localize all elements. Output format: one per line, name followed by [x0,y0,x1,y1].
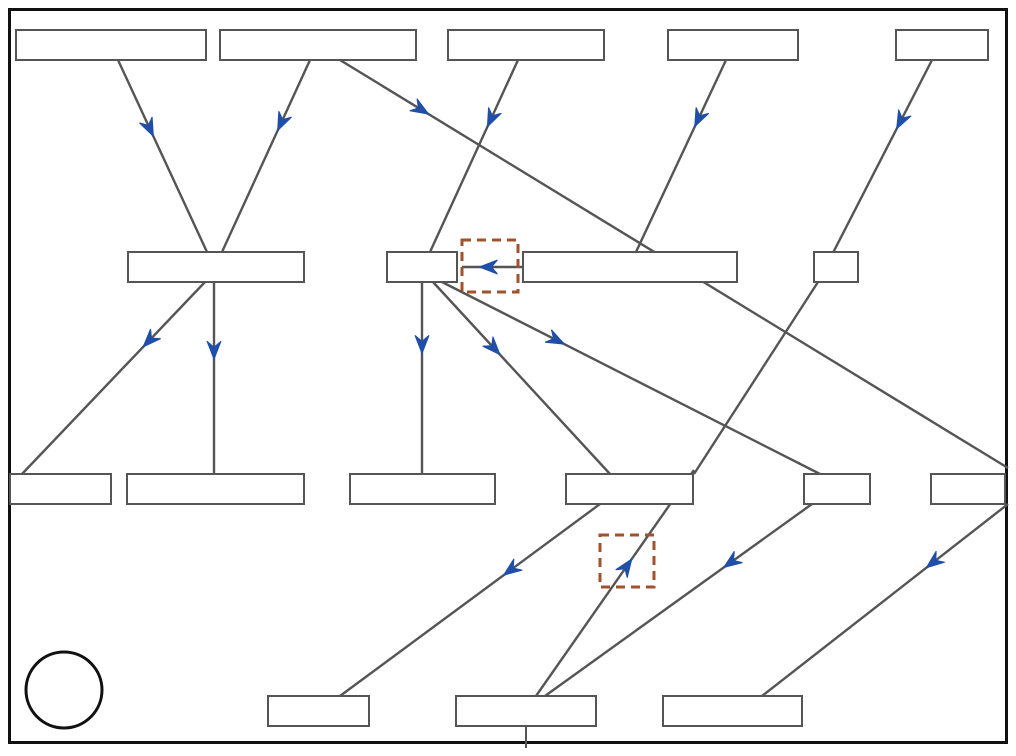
node-box [349,473,496,505]
highlight-box-z2-b4 [598,533,656,589]
edge-b5-z2 [544,503,813,697]
arrow-m2-b4-icon [482,336,501,356]
node-box [565,473,694,505]
arrow-z2-b4-icon [615,557,633,578]
edge-n2-m1 [220,59,312,253]
arrow-n1-m1-icon [139,116,154,138]
edge-n4-m3 [634,59,728,253]
arrow-b6-z3-icon [925,550,945,569]
node-box [522,251,738,283]
node-b6[interactable] [930,473,1006,505]
diagram-frame [8,8,1008,744]
edge-n3-m2 [428,59,520,253]
edge-n5-m4 [816,59,934,283]
node-box [662,695,803,727]
node-n5[interactable] [895,29,989,61]
nodes [9,29,1006,730]
node-box [386,251,458,283]
node-c1[interactable] [24,650,104,730]
node-n3[interactable] [447,29,605,61]
node-b1[interactable] [9,473,112,505]
edge-b6-z3 [761,503,1009,697]
node-b5[interactable] [803,473,871,505]
node-box [455,695,597,727]
node-box [267,695,370,727]
node-circle [24,650,104,730]
arrow-n4-m3-icon [694,107,710,128]
node-box [813,251,859,283]
arrow-m1-b2-icon [206,340,222,361]
edge-z2-b4 [535,469,695,697]
node-b4[interactable] [565,473,694,505]
arrow-m2-b3-icon [414,335,430,355]
node-z2[interactable] [455,695,597,727]
arrow-m2-b5-icon [544,329,566,345]
arrow-m1-b1-icon [142,328,161,348]
node-n1[interactable] [15,29,207,61]
node-box [803,473,871,505]
node-n4[interactable] [667,29,799,61]
edge-m2-b5 [441,280,821,476]
node-box [930,473,1006,505]
node-box [447,29,605,61]
arrow-n3-m2-icon [486,107,502,128]
node-b2[interactable] [126,473,305,505]
edge-b4-z1 [339,503,601,697]
node-box [127,251,305,283]
arrow-n2-b6-icon [409,98,430,115]
node-m1[interactable] [127,251,305,283]
node-z1[interactable] [267,695,370,727]
node-z3[interactable] [662,695,803,727]
edge-n1-m1 [116,59,209,253]
node-box [895,29,989,61]
arrow-n5-m4-icon [896,109,912,131]
node-box [667,29,799,61]
edge-m1-b1 [21,281,206,475]
node-box [15,29,207,61]
arrow-b4-z1-icon [502,558,523,577]
edges [21,58,1009,748]
arrow-b5-z2-icon [722,550,743,569]
arrow-m3-m2-icon [478,259,498,275]
node-m3[interactable] [522,251,738,283]
node-box [219,29,417,61]
node-m2[interactable] [386,251,458,283]
node-box [9,473,112,505]
edge-m2-b4 [432,281,611,475]
highlight-box-m3-m2 [460,238,520,294]
edge-m4-b4 [692,281,820,475]
node-m4[interactable] [813,251,859,283]
node-box [126,473,305,505]
node-b3[interactable] [349,473,496,505]
node-n2[interactable] [219,29,417,61]
arrow-n2-m1-icon [277,111,292,132]
